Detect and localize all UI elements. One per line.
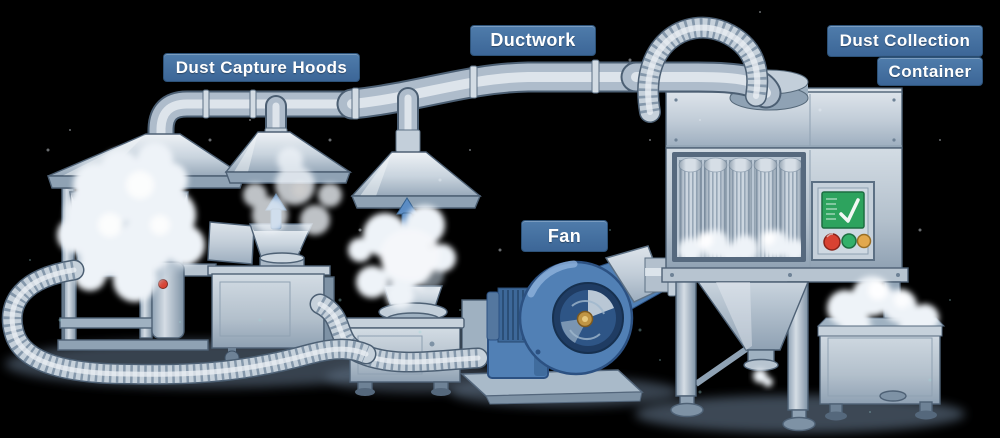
label-container: Container [877, 57, 983, 86]
check-icon [839, 198, 860, 223]
window-dust-pile [678, 230, 801, 257]
dust-bag [380, 229, 440, 281]
hopper-discharge-dust [753, 369, 773, 387]
collector-inlet-duct [636, 28, 809, 112]
label-fan: Fan [521, 220, 608, 252]
label-ductwork: Ductwork [470, 25, 596, 56]
dust-cloud-machine-3 [348, 205, 456, 309]
fan-motor [486, 287, 539, 343]
dust-speckles [29, 11, 951, 413]
start-button [841, 233, 857, 249]
label-dust-collection: Dust Collection [827, 25, 983, 57]
capture-hood-3 [350, 151, 482, 209]
control-panel [811, 181, 875, 261]
label-dust-capture-hoods: Dust Capture Hoods [163, 53, 360, 82]
dust-cloud-machine-2 [243, 147, 342, 235]
filter-window [672, 152, 806, 262]
standby-button [856, 233, 872, 249]
fan-blower [460, 245, 697, 405]
collector-hopper-cone [696, 281, 810, 372]
dust-collector-cabinet [661, 87, 946, 432]
hmi-screen [821, 191, 865, 229]
dust-cloud-machine-1 [57, 142, 205, 302]
stop-button [823, 233, 841, 251]
duct-flange-rings [202, 59, 600, 120]
collector-feet [670, 390, 907, 432]
dust-bin [816, 276, 946, 421]
